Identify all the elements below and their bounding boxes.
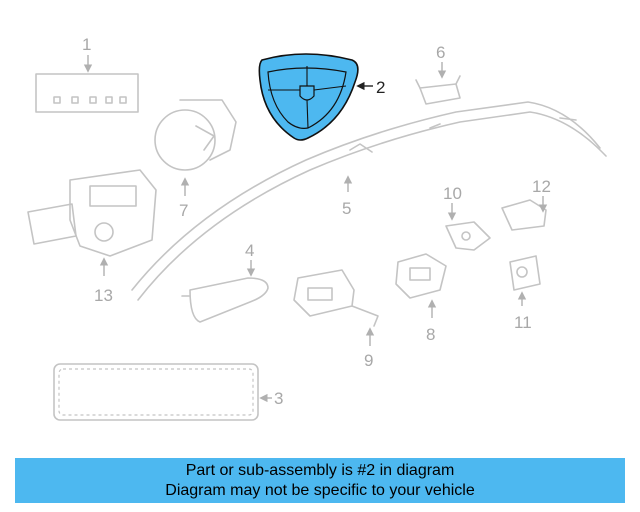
callout-2: 2	[376, 78, 385, 97]
part-13-control-module[interactable]	[27, 169, 157, 257]
part-12-sensor[interactable]	[501, 199, 547, 231]
callout-10: 10	[443, 184, 462, 203]
callout-13: 13	[94, 286, 113, 305]
parts-diagram: 1 2 3 4 5 6 7	[27, 35, 607, 421]
part-11-sensor[interactable]	[509, 255, 541, 291]
part-9-passenger-airbag[interactable]	[293, 269, 379, 327]
part-10-impact-sensor[interactable]	[445, 221, 491, 251]
part-6-bracket[interactable]	[415, 75, 461, 105]
part-4-seat-airbag[interactable]	[181, 277, 269, 323]
part-3-knee-airbag[interactable]	[53, 363, 259, 421]
part-1-connector[interactable]	[35, 73, 139, 113]
callout-11: 11	[514, 313, 532, 332]
callout-3: 3	[274, 389, 283, 408]
info-banner: Part or sub-assembly is #2 in diagram Di…	[15, 458, 625, 503]
callout-8: 8	[426, 325, 435, 344]
callout-9: 9	[364, 351, 373, 370]
callout-7: 7	[179, 201, 188, 220]
callout-6: 6	[436, 43, 445, 62]
callout-4: 4	[245, 241, 254, 260]
part-7-clockspring[interactable]	[154, 99, 237, 171]
callout-1: 1	[82, 35, 91, 54]
part-2-driver-airbag[interactable]	[258, 53, 359, 141]
part-8-module[interactable]	[395, 253, 447, 299]
callout-12: 12	[532, 177, 551, 196]
banner-line-1: Part or sub-assembly is #2 in diagram	[185, 462, 455, 479]
callout-5: 5	[342, 199, 351, 218]
banner-line-2: Diagram may not be specific to your vehi…	[165, 482, 475, 499]
part-5-curtain-airbag[interactable]	[131, 101, 607, 301]
